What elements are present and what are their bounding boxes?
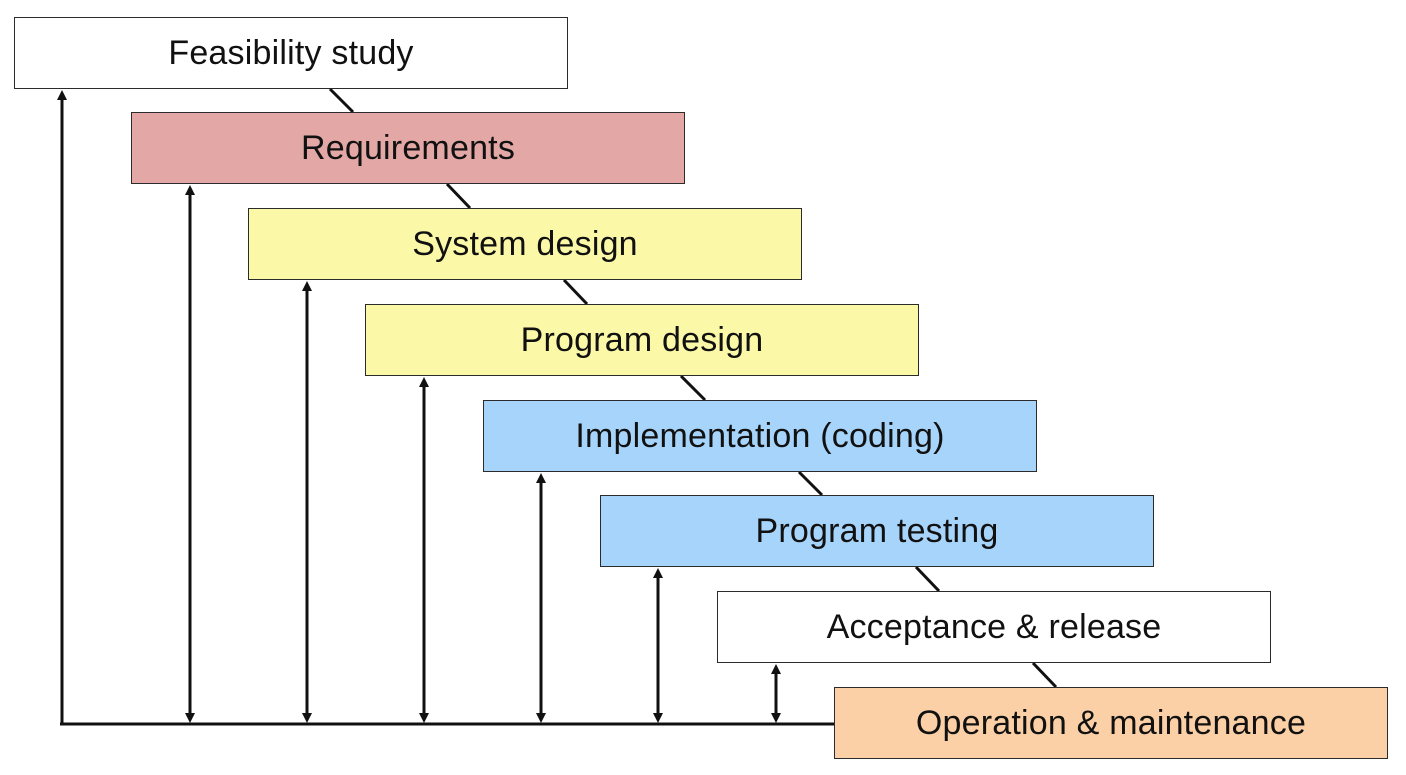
stage-operation-maintenance: Operation & maintenance xyxy=(834,687,1388,759)
step-connector-4 xyxy=(797,470,824,497)
stage-label: Requirements xyxy=(300,128,516,167)
step-connector-2 xyxy=(562,278,589,306)
stage-feasibility-study: Feasibility study xyxy=(14,17,568,89)
step-connector-1 xyxy=(445,182,472,210)
step-connector-0 xyxy=(328,87,355,114)
stage-requirements: Requirements xyxy=(131,112,685,184)
stage-label: Operation & maintenance xyxy=(915,703,1307,742)
stage-program-design: Program design xyxy=(365,304,919,376)
stage-system-design: System design xyxy=(248,208,802,280)
stage-label: Acceptance & release xyxy=(826,607,1162,646)
step-connector-6 xyxy=(1031,661,1058,689)
step-connector-3 xyxy=(679,374,707,402)
stage-label: Program design xyxy=(520,320,764,359)
step-connector-5 xyxy=(914,565,941,593)
stage-label: Program testing xyxy=(755,511,999,550)
stage-label: Feasibility study xyxy=(168,33,414,72)
stage-label: Implementation (coding) xyxy=(575,416,945,455)
stage-label: System design xyxy=(412,224,638,263)
stage-implementation: Implementation (coding) xyxy=(483,400,1037,472)
stage-acceptance-release: Acceptance & release xyxy=(717,591,1271,663)
stage-program-testing: Program testing xyxy=(600,495,1154,567)
